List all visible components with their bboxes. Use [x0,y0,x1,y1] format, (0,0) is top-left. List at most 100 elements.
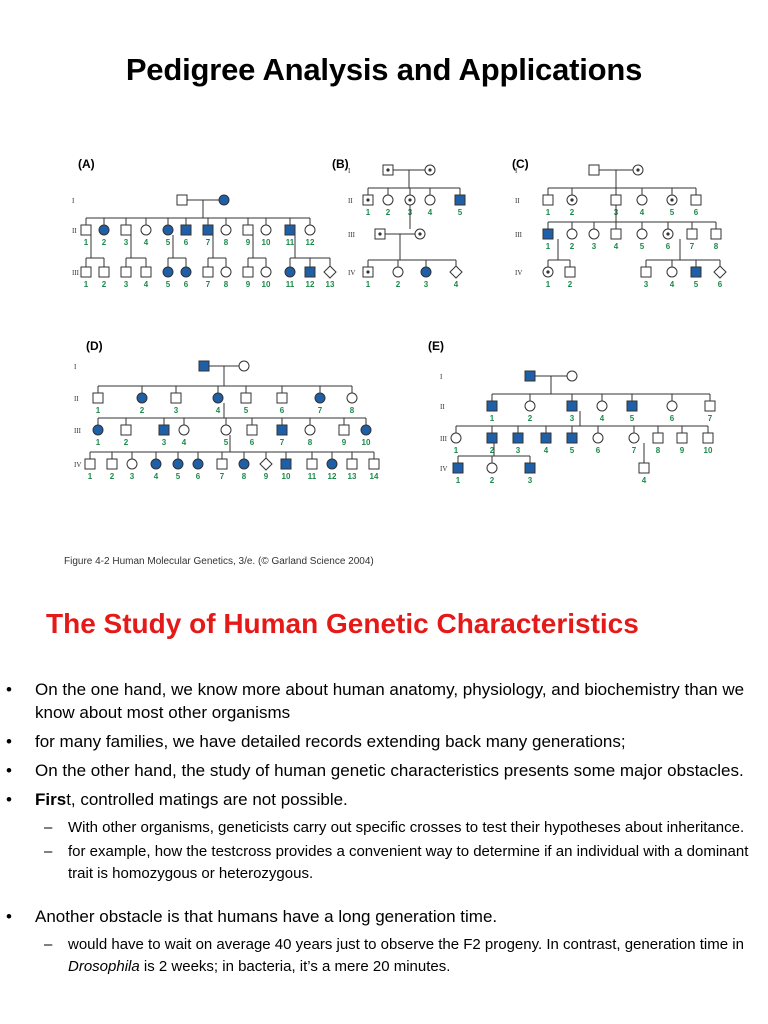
female-symbol [220,266,232,278]
individual-number: 5 [166,280,171,289]
female-symbol [346,392,358,404]
generation-label: I [72,197,75,205]
unknown-sex-symbol [449,265,463,279]
male-symbol [180,224,192,236]
individual-number: 4 [544,446,549,455]
sub-bullet-item: would have to wait on average 40 years j… [0,934,768,978]
female-symbol [486,462,498,474]
individual-number: 7 [318,406,323,415]
male-symbol [202,266,214,278]
female-symbol [588,228,600,240]
individual-number: 4 [600,414,605,423]
male-symbol [702,432,714,444]
sub-bullet-text: for example, how the testcross provides … [68,843,749,882]
female-symbol [172,458,184,470]
individual-number: 2 [140,406,145,415]
individual-number: 8 [714,242,719,251]
female-symbol [126,458,138,470]
individual-number: 1 [456,476,461,485]
individual-number: 7 [206,280,211,289]
bullet-text: t, controlled matings are not possible. [66,790,348,809]
male-symbol [710,228,722,240]
male-symbol [338,424,350,436]
individual-number: 4 [144,280,149,289]
female-symbol [218,194,230,206]
individual-number: 1 [546,280,551,289]
individual-number: 9 [264,472,269,481]
male-symbol [276,424,288,436]
female-symbol [524,400,536,412]
page-title: Pedigree Analysis and Applications [125,52,643,87]
male-symbol [306,458,318,470]
male-symbol [542,228,554,240]
individual-number: 3 [174,406,179,415]
individual-number: 1 [88,472,93,481]
individual-number: 4 [428,208,433,217]
generation-label: II [440,403,445,411]
male-symbol [246,424,258,436]
individual-number: 2 [490,446,495,455]
female-symbol [636,228,648,240]
generation-label: I [74,363,77,371]
generation-label: II [74,395,79,403]
female-symbol [450,432,462,444]
individual-number: 6 [184,238,189,247]
female-symbol [212,392,224,404]
individual-number: 1 [366,208,371,217]
carrier-dot [428,168,432,172]
female-symbol [628,432,640,444]
individual-number: 10 [262,280,271,289]
individual-number: 2 [528,414,533,423]
male-symbol [120,224,132,236]
individual-number: 4 [614,242,619,251]
bullet-item: Another obstacle is that humans have a l… [0,905,768,928]
individual-number: 1 [84,280,89,289]
male-symbol [486,432,498,444]
female-symbol [150,458,162,470]
individual-number: 1 [96,406,101,415]
male-symbol [304,266,316,278]
carrier-dot [366,198,370,202]
male-symbol [80,266,92,278]
male-symbol [242,266,254,278]
individual-number: 3 [644,280,649,289]
male-symbol [540,432,552,444]
individual-number: 10 [282,472,291,481]
male-symbol [610,228,622,240]
male-symbol [120,266,132,278]
individual-number: 1 [490,414,495,423]
individual-number: 1 [546,208,551,217]
female-symbol [382,194,394,206]
male-symbol [524,462,536,474]
sub-bullet-italic: Drosophila [68,958,140,975]
individual-number: 13 [348,472,357,481]
individual-number: 6 [196,472,201,481]
male-symbol [704,400,716,412]
generation-label: III [72,269,80,277]
individual-number: 10 [362,438,371,447]
carrier-dot [570,198,574,202]
individual-number: 13 [326,280,335,289]
bullet-item: On the one hand, we know more about huma… [0,678,768,724]
male-symbol [676,432,688,444]
female-symbol [92,424,104,436]
individual-number: 4 [216,406,221,415]
unknown-sex-symbol [323,265,337,279]
bullet-item: On the other hand, the study of human ge… [0,759,768,782]
female-symbol [260,266,272,278]
individual-number: 3 [124,238,129,247]
individual-number: 1 [84,238,89,247]
individual-number: 6 [670,414,675,423]
individual-number: 7 [206,238,211,247]
male-symbol [84,458,96,470]
carrier-dot [408,198,412,202]
generation-label: IV [440,465,447,473]
individual-number: 2 [124,438,129,447]
individual-number: 6 [694,208,699,217]
female-symbol [392,266,404,278]
figure-caption: Figure 4-2 Human Molecular Genetics, 3/e… [64,556,374,567]
female-symbol [140,224,152,236]
individual-number: 2 [570,208,575,217]
individual-number: 3 [130,472,135,481]
